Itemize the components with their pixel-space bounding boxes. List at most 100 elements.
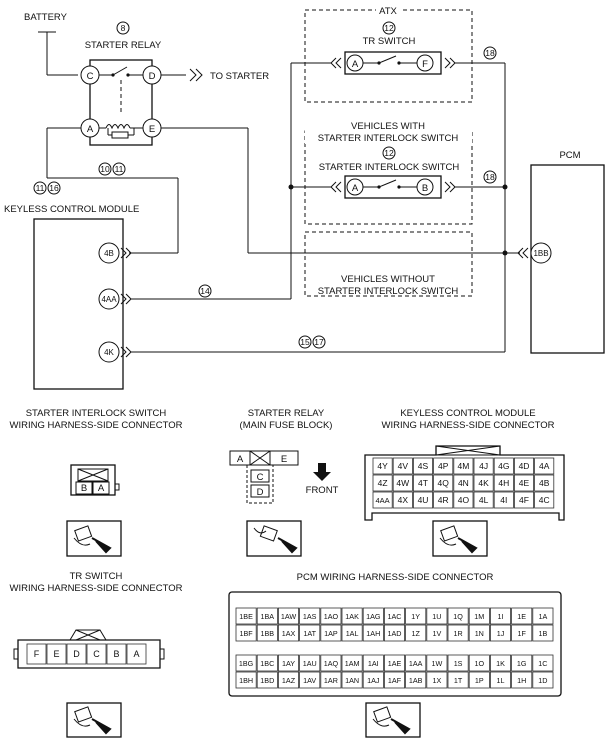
connector-pin-cell [426, 654, 448, 672]
connector-pin-label: 4S [418, 461, 429, 471]
connector-pin-label: 1BB [261, 629, 275, 638]
kcm-box [33, 218, 124, 390]
connector-pin-cell [235, 654, 257, 672]
front-label: FRONT [306, 485, 339, 496]
connector-pin-cell [383, 654, 405, 672]
connector-pin-label: 4P [438, 461, 449, 471]
connector-pin-label: 4Z [378, 478, 388, 488]
connector-pin-label: 1Y [411, 612, 420, 621]
connector-pin-cell [489, 607, 511, 625]
hand-icon [246, 520, 302, 557]
connector-pin-label: 1AZ [282, 676, 296, 685]
pcm-pin-1bb [530, 242, 552, 264]
svg-text:A: A [237, 454, 244, 465]
tr-switch: A F [344, 51, 442, 75]
connector-pin-label: D [73, 649, 80, 659]
connector-pin-label: 1H [517, 676, 526, 685]
connector-pin-label: 1M [474, 612, 484, 621]
hand-icon [66, 702, 122, 738]
connector-pin-cell [362, 671, 384, 689]
starter-relay-label: STARTER RELAY [85, 40, 162, 51]
connector-pin-label: 1AJ [367, 676, 380, 685]
connector-pin-label: 1C [538, 659, 547, 668]
connector-pin-label: 1AA [409, 659, 423, 668]
connector-pin-label: 4X [398, 495, 409, 505]
connector-pin-label: 1AH [366, 629, 380, 638]
connector-pin-cell [320, 624, 342, 642]
connector-pin-cell [453, 474, 474, 492]
svg-text:WIRING HARNESS-SIDE CONNECTOR: WIRING HARNESS-SIDE CONNECTOR [382, 420, 555, 431]
starter-relay: 8 STARTER RELAY C D A E [80, 21, 162, 146]
svg-text:16: 16 [49, 183, 59, 193]
connector-pin-cell [473, 457, 494, 475]
svg-text:TR SWITCH: TR SWITCH [70, 571, 123, 582]
connector-pin-label: 4J [479, 461, 488, 471]
connector-pin-cell [433, 474, 454, 492]
connector-pin-cell [46, 643, 67, 665]
connector-pin-label: 4Q [438, 478, 450, 488]
hand-icon [365, 702, 421, 738]
note-circle [116, 21, 130, 35]
connector-pin-cell [489, 624, 511, 642]
svg-text:D: D [149, 71, 156, 82]
connector-pin-cell [86, 643, 107, 665]
svg-text:(MAIN FUSE BLOCK): (MAIN FUSE BLOCK) [240, 420, 333, 431]
kcm-pin-4b [98, 242, 120, 264]
connector-pin-label: 4V [398, 461, 409, 471]
relay-resistor [111, 131, 129, 139]
hand-icon [66, 520, 122, 557]
svg-text:C: C [87, 71, 94, 82]
atx-dashed-box [304, 9, 473, 103]
tr-switch-connector [13, 629, 165, 669]
connector-pin-cell [235, 607, 257, 625]
connector-pin-cell [514, 491, 535, 509]
connector-pin-cell [277, 624, 299, 642]
connector-pin-label: 4F [519, 495, 529, 505]
connector-pin-cell [532, 624, 554, 642]
svg-text:D: D [257, 487, 264, 498]
connector-pin-cell [277, 671, 299, 689]
connector-pin-cell [235, 624, 257, 642]
connector-pin-label: 4C [539, 495, 550, 505]
connector-pin-cell [532, 654, 554, 672]
connector-pin-cell [362, 607, 384, 625]
connector-pin-cell [433, 491, 454, 509]
connector-pin-cell [256, 624, 278, 642]
interlock-switch: A B [344, 175, 442, 199]
svg-text:KEYLESS CONTROL MODULE: KEYLESS CONTROL MODULE [400, 408, 535, 419]
connector-pin-label: 4H [498, 478, 509, 488]
svg-text:18: 18 [485, 48, 495, 58]
connector-pin-label: 1Z [412, 629, 421, 638]
connector-pin-cell [320, 607, 342, 625]
without-dashed-box [304, 231, 473, 297]
arrow-down-icon [313, 463, 331, 481]
connector-pin-cell [299, 624, 321, 642]
connector-pin-label: 1AT [303, 629, 316, 638]
connector-pin-cell [534, 457, 555, 475]
connector-pin-label: 1AL [346, 629, 359, 638]
svg-text:PCM WIRING HARNESS-SIDE CONNEC: PCM WIRING HARNESS-SIDE CONNECTOR [297, 572, 494, 583]
connector-pin-label: 1AO [324, 612, 339, 621]
svg-text:C: C [257, 472, 264, 483]
connector-pin-cell [405, 671, 427, 689]
connector-pin-cell [405, 607, 427, 625]
interlock-dashed-box [304, 130, 473, 225]
svg-text:12: 12 [384, 148, 394, 158]
connector-pin-label: 1AG [366, 612, 381, 621]
connector-pin-cell [511, 654, 533, 672]
connector-pin-label: 1BD [260, 676, 274, 685]
connector-pin-label: 4E [519, 478, 530, 488]
connector-pin-label: 4G [498, 461, 509, 471]
connector-pin-label: 1A [539, 612, 548, 621]
svg-text:WIRING HARNESS-SIDE CONNECTOR: WIRING HARNESS-SIDE CONNECTOR [10, 420, 183, 431]
connector-pin-label: 1AE [388, 659, 402, 668]
svg-text:B: B [422, 183, 428, 194]
connector-pin-cell [412, 491, 433, 509]
connector-pin-cell [341, 607, 363, 625]
connector-pin-label: 1BE [239, 612, 253, 621]
connector-pin-label: 1X [433, 676, 442, 685]
connector-pin-cell [511, 671, 533, 689]
connector-pin-label: 1AR [324, 676, 338, 685]
